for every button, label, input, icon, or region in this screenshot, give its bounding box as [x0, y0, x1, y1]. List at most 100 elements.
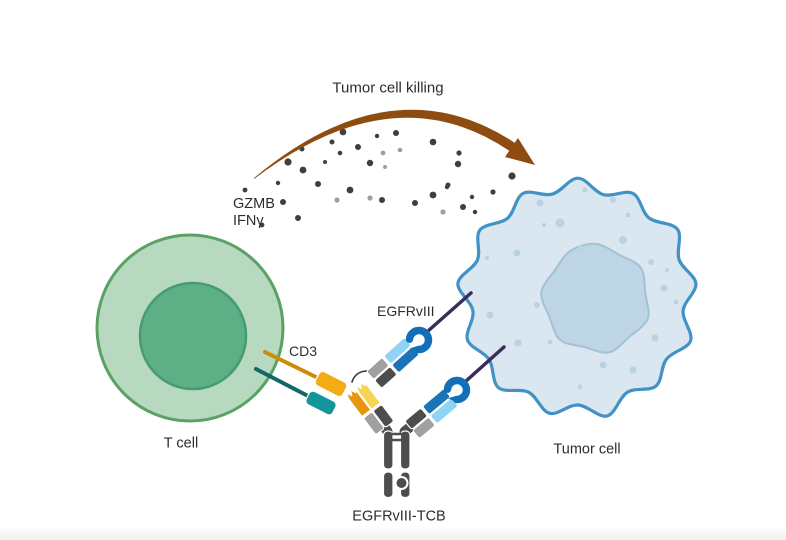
t-cell-coreceptor [254, 367, 337, 416]
vesicle-dot [582, 187, 588, 193]
cytokine-molecule-dot [490, 189, 496, 195]
vesicle-dot [648, 259, 654, 265]
egfrviii-label: EGFRvIII [377, 303, 435, 319]
coreceptor-head [305, 390, 337, 416]
vesicle-dot [578, 245, 582, 249]
cd3-binder-variable-domain [355, 381, 381, 410]
t-cell [95, 233, 285, 423]
cytokine-molecule-dot [275, 180, 281, 186]
hook-ring [443, 376, 471, 404]
vesicle-dot [625, 212, 631, 218]
chain-segment-constant [374, 366, 397, 389]
cytokine-molecule-dot [337, 150, 343, 156]
cytokine-molecule-dot [284, 158, 292, 166]
binder-hook-upper [405, 326, 433, 354]
knob-into-hole [394, 476, 409, 490]
gzmb-label: GZMB [233, 196, 275, 212]
cytokine-molecule-dot [280, 199, 286, 205]
vesicle-dot [555, 218, 565, 228]
t-cell-label: T cell [163, 435, 199, 452]
cd3-binder-variable-domain [345, 388, 372, 418]
egfrviii-tcb-label: EGFRvIII-TCB [352, 508, 446, 525]
cytokine-molecule-dot [393, 130, 399, 136]
cytokine-molecule-dot [454, 160, 462, 168]
vesicle-dot [619, 236, 627, 244]
chain-segment-constant [373, 404, 394, 428]
cytokine-molecule-dot [334, 197, 340, 203]
vesicle-dot [610, 197, 616, 203]
cytokine-molecule-dot [429, 138, 437, 146]
binder-hook-lower [443, 376, 471, 404]
vesicle-dot [599, 361, 607, 369]
hook-ring [405, 326, 433, 354]
vesicle-dot [485, 256, 489, 260]
chain-segment-constant [366, 357, 389, 380]
vesicle-dot [534, 302, 540, 308]
cytokine-molecule-dot [469, 194, 475, 200]
coreceptor-stalk [254, 367, 310, 398]
fc-bar-segment [399, 430, 411, 470]
vesicle-dot [577, 384, 583, 390]
fc-bar-segment [382, 471, 394, 499]
cytokine-molecule-dot [379, 197, 385, 203]
cytokine-molecule-dot [323, 160, 327, 164]
tumor-cell-label: Tumor cell [553, 441, 621, 458]
cytokine-molecule-dot [460, 204, 466, 210]
cytokine-molecule-dot [472, 209, 478, 215]
cytokine-molecule-dot [412, 200, 418, 206]
cytokine-molecule-dot [242, 187, 248, 193]
killing-arrow [254, 109, 535, 179]
vesicle-dot [542, 223, 546, 227]
chain-segment-constant [363, 411, 385, 435]
cd3-label: CD3 [289, 343, 318, 359]
chain-segment-constant [412, 417, 436, 439]
vesicle-dot [651, 334, 659, 342]
tumor-cell [456, 176, 698, 418]
cytokine-molecule-dot [315, 181, 321, 187]
killing-label: Tumor cell killing [332, 79, 444, 97]
vesicle-dot [536, 199, 544, 207]
cytokine-molecule-dot [259, 222, 265, 228]
antibody-fab-cd3 [345, 381, 394, 435]
cd3-receptor-head [314, 370, 348, 398]
cytokine-molecule-dot [383, 165, 387, 169]
cytokine-molecule-dot [366, 159, 374, 167]
vesicle-dot [486, 311, 494, 319]
cytokine-molecule-dot [339, 128, 347, 136]
fc-bar-segment [382, 430, 394, 470]
cd3-receptor [263, 350, 348, 398]
killing-arrow-shaft [254, 109, 515, 179]
cytokine-molecule-dot [380, 150, 386, 156]
cytokine-molecule-dot [445, 182, 451, 188]
t-cell-nucleus [138, 281, 248, 391]
cytokine-molecule-dot [299, 166, 307, 174]
secreted-molecules-layer [242, 128, 516, 228]
hook-tip [448, 395, 458, 403]
ifny-label: IFNγ [233, 213, 264, 229]
cytokine-molecule-dot [508, 172, 516, 180]
egfrviii-stalk-lower [464, 345, 506, 383]
antibody-binder-upper [366, 337, 420, 389]
cytokine-molecule-dot [429, 191, 437, 199]
cytokine-molecule-dot [440, 209, 446, 215]
vesicle-dot [513, 249, 521, 257]
vesicle-dot [665, 268, 669, 272]
hook-tip [410, 345, 420, 353]
cytokine-molecule-dot [397, 147, 403, 153]
killing-arrow-head [505, 138, 535, 165]
vesicle-dot [629, 366, 637, 374]
chain-segment-constant [405, 408, 428, 430]
tumor-cell-nucleus [540, 242, 650, 354]
cd3-receptor-stalk [263, 350, 322, 381]
tumor-vesicles-layer [485, 187, 679, 390]
cytokine-molecule-dot [295, 215, 301, 221]
cytokine-molecule-dot [329, 139, 335, 145]
vesicle-dot [673, 299, 679, 305]
antibody-egfrviii-tcb [345, 326, 471, 499]
cytokine-molecule-dot [456, 150, 462, 156]
antibody-fc-stem [376, 417, 420, 499]
vesicle-dot [514, 339, 522, 347]
cytokine-molecule-dot [374, 133, 380, 139]
vesicle-dot [547, 339, 553, 345]
